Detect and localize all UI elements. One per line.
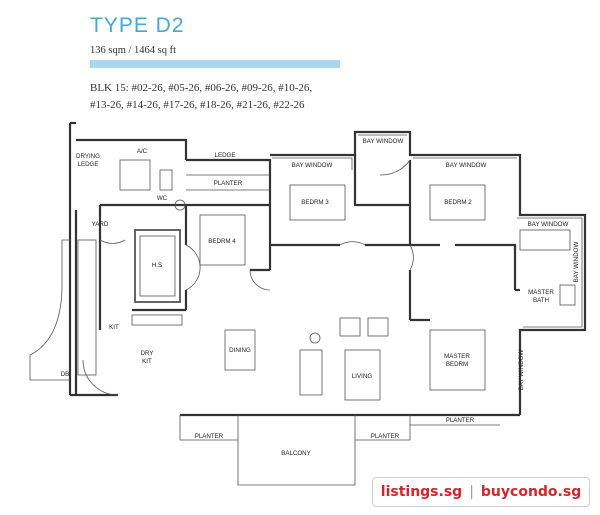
walls: [68, 121, 587, 417]
label-drying-ledge: DRYING: [76, 153, 100, 160]
label-hs: H.S: [152, 262, 162, 269]
label-bay-window: BAY WINDOW: [363, 138, 404, 145]
label-balcony: BALCONY: [281, 450, 311, 457]
header-accent-bar: [90, 60, 340, 68]
label-bedrm3: BEDRM 3: [301, 199, 329, 206]
label-planter-mid: PLANTER: [371, 433, 400, 440]
unit-list-line: BLK 15: #02-26, #05-26, #06-26, #09-26, …: [90, 82, 313, 94]
label-yard: YARD: [92, 221, 109, 228]
label-planter-top: PLANTER: [214, 180, 243, 187]
plan-area: 136 sqm / 1464 sq ft: [90, 45, 177, 56]
label-bedrm2: BEDRM 2: [444, 199, 472, 206]
watermark: listings.sg | buycondo.sg: [372, 477, 590, 507]
label-kit: KIT: [109, 324, 119, 331]
label-master-bedrm: MASTER: [444, 353, 470, 360]
label-living: LIVING: [352, 373, 372, 380]
label-master-bedrm: BEDRM: [446, 361, 468, 368]
label-bay-window: BAY WINDOW: [528, 221, 569, 228]
room-labels: DRYING LEDGE A/C LEDGE PLANTER WC YARD B…: [61, 138, 580, 457]
label-bay-window: BAY WINDOW: [518, 350, 525, 391]
label-dining: DINING: [229, 347, 251, 354]
watermark-site-1: listings.sg: [380, 484, 463, 500]
label-dry-kit: DRY: [141, 350, 154, 357]
label-ac: A/C: [137, 148, 148, 155]
plan-title: TYPE D2: [90, 14, 185, 37]
unit-list-line: #13-26, #14-26, #17-26, #18-26, #21-26, …: [90, 99, 305, 111]
label-dry-kit: KIT: [142, 358, 152, 365]
unit-list: BLK 15: #02-26, #05-26, #06-26, #09-26, …: [90, 80, 312, 114]
label-master-bath: MASTER: [528, 289, 554, 296]
label-ledge: LEDGE: [215, 152, 236, 159]
label-planter-right: PLANTER: [446, 417, 475, 424]
label-bay-window: BAY WINDOW: [446, 162, 487, 169]
label-bedrm4: BEDRM 4: [208, 238, 236, 245]
label-wc: WC: [157, 195, 168, 202]
label-master-bath: BATH: [533, 297, 549, 304]
label-bay-window: BAY WINDOW: [573, 242, 580, 283]
watermark-separator: |: [469, 484, 474, 500]
label-bay-window: BAY WINDOW: [292, 162, 333, 169]
label-db: DB: [61, 371, 70, 378]
thin-lines: [29, 134, 583, 486]
label-drying-ledge: LEDGE: [78, 161, 99, 168]
label-planter-left: PLANTER: [195, 433, 224, 440]
watermark-site-2: buycondo.sg: [480, 484, 582, 500]
